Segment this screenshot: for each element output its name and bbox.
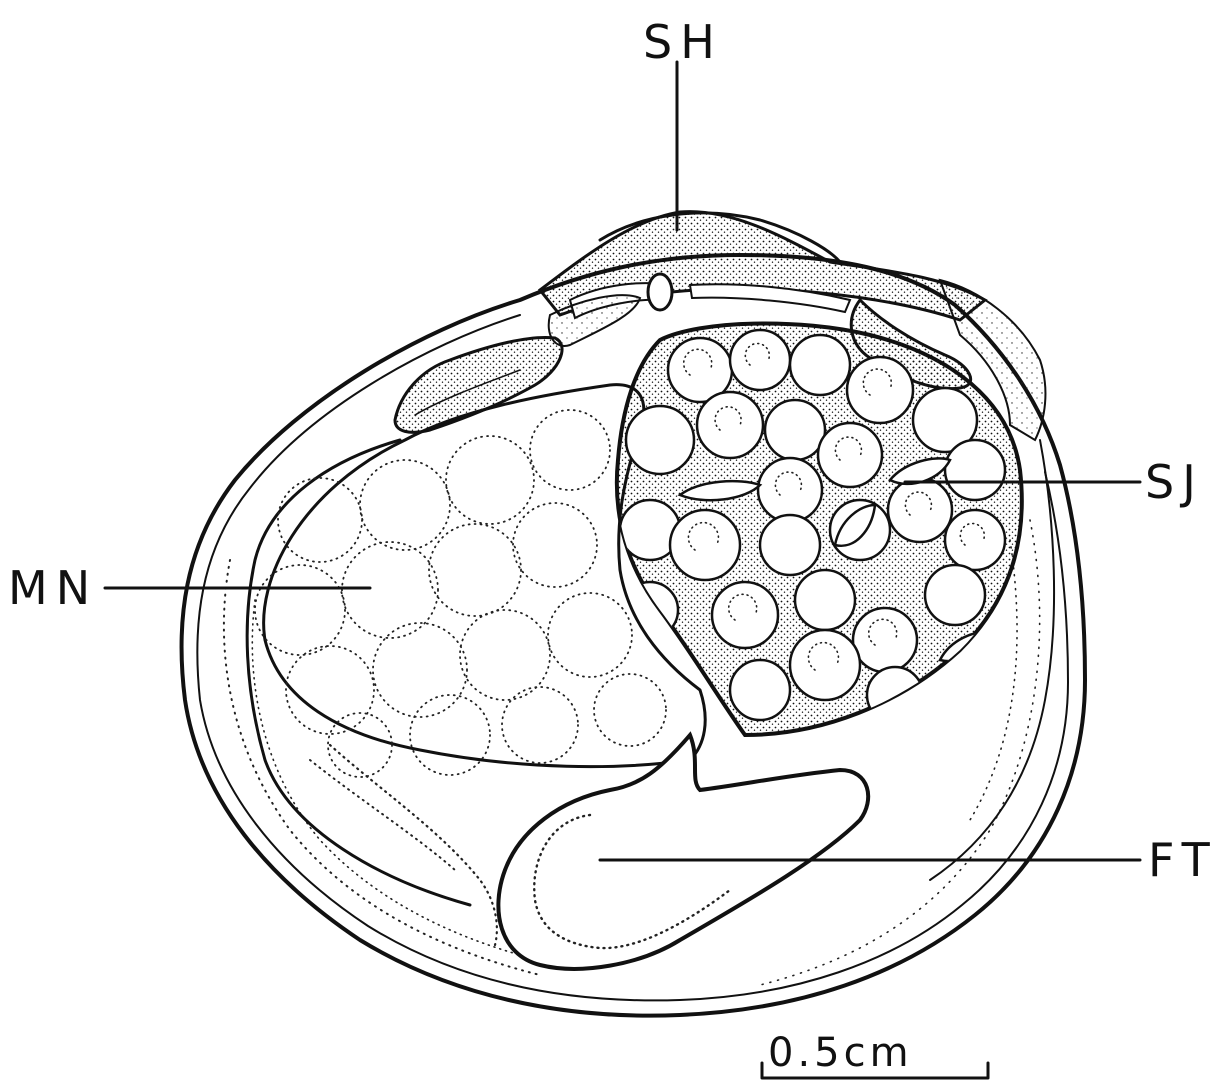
labels: SH SJ MN FT [8, 15, 1218, 887]
foot [310, 735, 868, 969]
scale-bar: 0.5cm [762, 1030, 988, 1078]
label-mn: MN [8, 561, 98, 615]
label-sh: SH [643, 15, 723, 69]
juvenile-clams [620, 330, 1005, 723]
label-ft: FT [1148, 833, 1218, 887]
scale-bar-label: 0.5cm [768, 1030, 913, 1076]
label-sj: SJ [1145, 455, 1204, 509]
